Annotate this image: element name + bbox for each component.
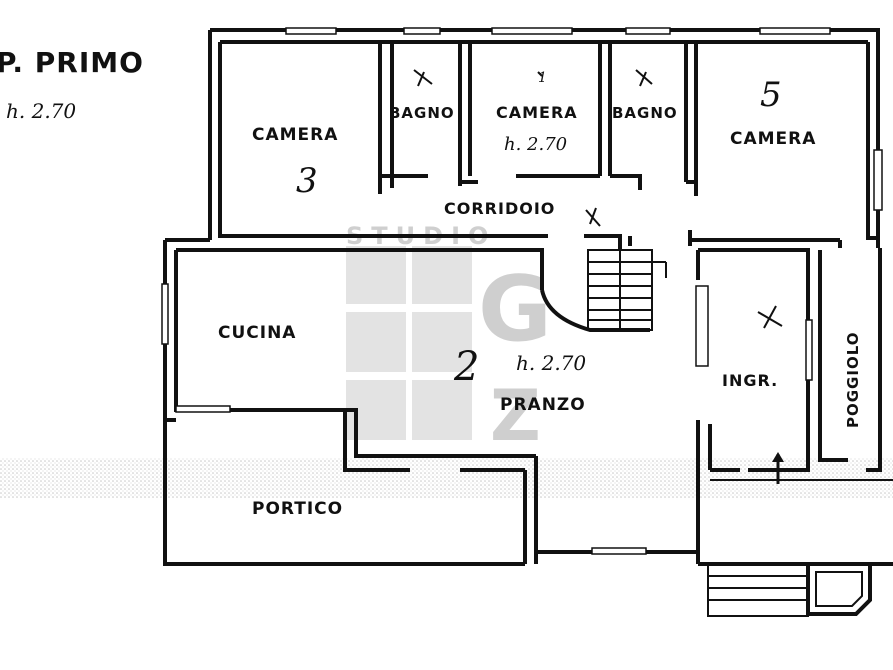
room-portico-label: PORTICO (252, 499, 343, 519)
room-camera-1-label: CAMERA (496, 103, 578, 122)
room-camera-5-label: CAMERA (730, 129, 816, 149)
room-pranzo-number: 2 (453, 344, 479, 390)
exterior-steps (707, 562, 872, 617)
watermark: STUDIO G Z (346, 222, 560, 457)
room-pranzo-label: PRANZO (500, 395, 586, 415)
room-camera-1-number: 1 (538, 70, 547, 86)
watermark-letter-z: Z (490, 375, 549, 457)
ceiling-light-marks (413, 69, 783, 329)
room-corridoio-label: CORRIDOIO (444, 199, 555, 218)
room-poggiolo-label: POGGIOLO (844, 332, 862, 428)
floor-title: P. PRIMO (0, 46, 144, 79)
room-camera-1-height: h. 2.70 (504, 134, 567, 155)
room-cucina-label: CUCINA (218, 323, 296, 343)
room-pranzo-height: h. 2.70 (516, 351, 586, 375)
room-ingresso-label: INGR. (722, 371, 778, 390)
room-bagno-left-label: BAGNO (389, 104, 455, 122)
room-camera-3-number: 3 (296, 161, 318, 201)
watermark-letter-g: G (478, 257, 560, 362)
room-bagno-right-label: BAGNO (612, 104, 678, 122)
room-camera-3-label: CAMERA (252, 125, 338, 145)
staircase (587, 249, 667, 331)
ground-hatching (0, 458, 893, 498)
room-camera-5-number: 5 (760, 75, 782, 115)
floor-height: h. 2.70 (6, 99, 76, 123)
entrance-arrow (772, 452, 784, 484)
windows (161, 27, 883, 555)
